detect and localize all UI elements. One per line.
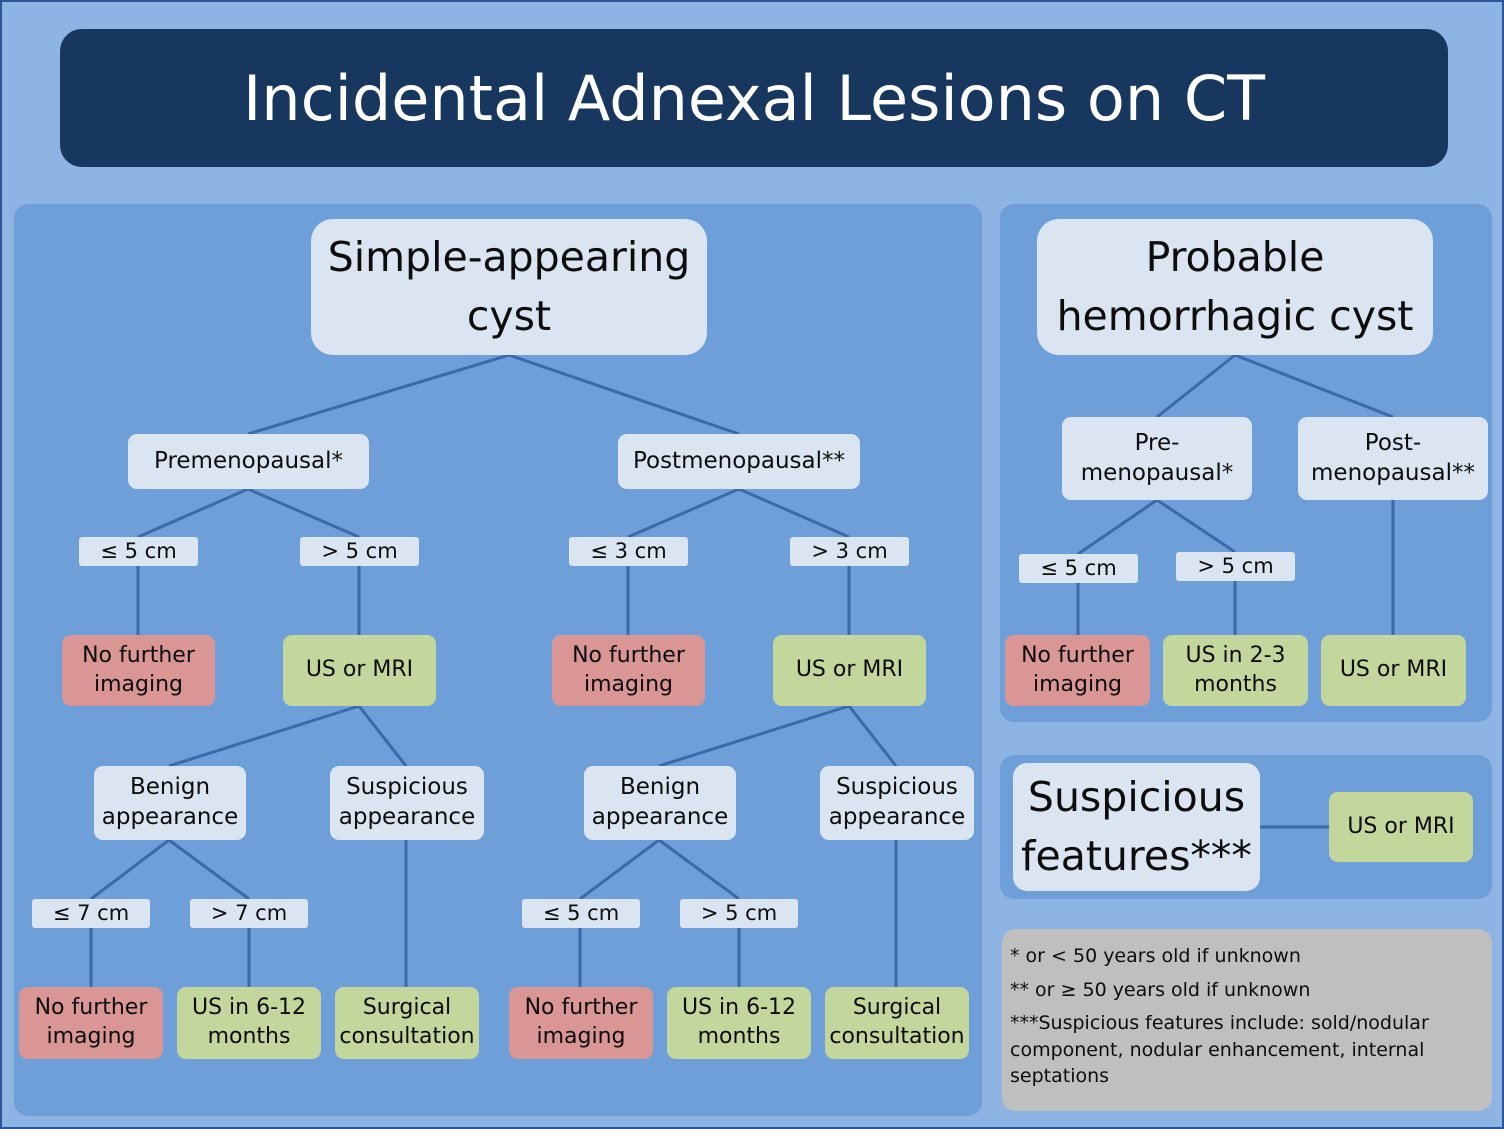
benign-appearance-node: Benign appearance	[94, 766, 246, 840]
pre-menopausal-node: Pre-menopausal*	[1062, 417, 1252, 500]
suspicious-features-node: Suspicious features***	[1013, 763, 1260, 891]
simple-cyst-node: Simple-appearing cyst	[311, 219, 707, 355]
size-label-pre-large: > 5 cm	[300, 537, 419, 566]
us-2-3-months-node: US in 2-3 months	[1163, 635, 1308, 706]
size-label-benign-large: > 5 cm	[680, 899, 798, 928]
footnotes-box: * or < 50 years old if unknown ** or ≥ 5…	[1002, 929, 1492, 1111]
size-label-small: ≤ 5 cm	[1019, 554, 1138, 583]
us-6-12-months-node: US in 6-12 months	[177, 987, 321, 1059]
no-further-imaging-node: No further imaging	[62, 635, 215, 706]
us-or-mri-node: US or MRI	[773, 635, 926, 706]
postmenopausal-node: Postmenopausal**	[618, 434, 860, 489]
size-label-benign-small: ≤ 7 cm	[32, 899, 150, 928]
size-label-benign-small: ≤ 5 cm	[522, 899, 640, 928]
no-further-imaging-node: No further imaging	[552, 635, 705, 706]
size-label-large: > 5 cm	[1176, 552, 1295, 581]
us-or-mri-node: US or MRI	[283, 635, 436, 706]
size-label-pre-small: ≤ 5 cm	[79, 537, 198, 566]
us-or-mri-node: US or MRI	[1329, 792, 1473, 862]
us-or-mri-node: US or MRI	[1321, 635, 1466, 706]
surgical-consultation-node: Surgical consultation	[335, 987, 479, 1059]
suspicious-appearance-node: Suspicious appearance	[330, 766, 484, 840]
no-further-imaging-node: No further imaging	[509, 987, 653, 1059]
size-label-post-large: > 3 cm	[790, 537, 909, 566]
surgical-consultation-node: Surgical consultation	[825, 987, 969, 1059]
premenopausal-node: Premenopausal*	[128, 434, 369, 489]
suspicious-appearance-node: Suspicious appearance	[820, 766, 974, 840]
footnote-postmenopausal: ** or ≥ 50 years old if unknown	[1010, 978, 1311, 1001]
page-title: Incidental Adnexal Lesions on CT	[60, 29, 1448, 167]
footnote-premenopausal: * or < 50 years old if unknown	[1010, 945, 1301, 967]
no-further-imaging-node: No further imaging	[19, 987, 163, 1059]
hemorrhagic-cyst-node: Probable hemorrhagic cyst	[1037, 219, 1433, 355]
us-6-12-months-node: US in 6-12 months	[667, 987, 811, 1059]
no-further-imaging-node: No further imaging	[1005, 635, 1150, 706]
size-label-post-small: ≤ 3 cm	[569, 537, 688, 566]
footnote-suspicious-features: ***Suspicious features include: sold/nod…	[1010, 1012, 1429, 1088]
size-label-benign-large: > 7 cm	[190, 899, 308, 928]
post-menopausal-node: Post-menopausal**	[1298, 417, 1488, 500]
benign-appearance-node: Benign appearance	[584, 766, 736, 840]
